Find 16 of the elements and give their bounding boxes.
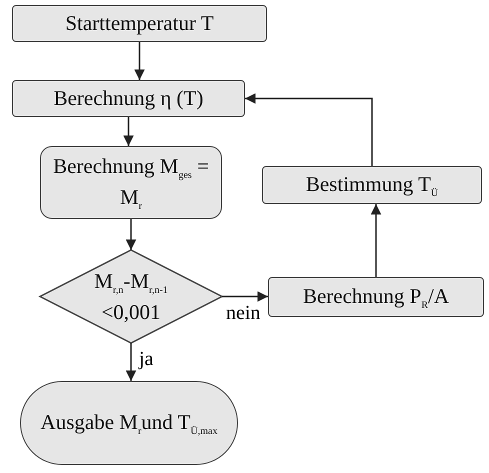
terminal-box: Ausgabe M$_{r}$und T$_{Ü,max}$: [20, 381, 238, 465]
decision-text: M$_{r,n}$-M$_{r,n-1}$ <0,001: [85, 268, 177, 325]
process-box: Berechnung η (T): [12, 80, 245, 117]
process-box: Bestimmung T$_{Ü}$: [262, 166, 482, 204]
edge-label: ja: [137, 349, 156, 369]
arrow: [123, 117, 134, 146]
process-box: Berechnung P$_{R}$/A: [268, 277, 484, 317]
edge-label: nein: [224, 302, 262, 322]
arrow: [245, 93, 373, 166]
arrow: [222, 291, 268, 302]
process-box: Starttemperatur T: [12, 5, 267, 42]
arrow: [126, 343, 136, 381]
arrow: [370, 204, 382, 277]
arrow: [134, 42, 145, 80]
process-box: Berechnung M$_{ges}$ = M$_{r}$: [40, 146, 222, 219]
arrow: [126, 219, 136, 250]
